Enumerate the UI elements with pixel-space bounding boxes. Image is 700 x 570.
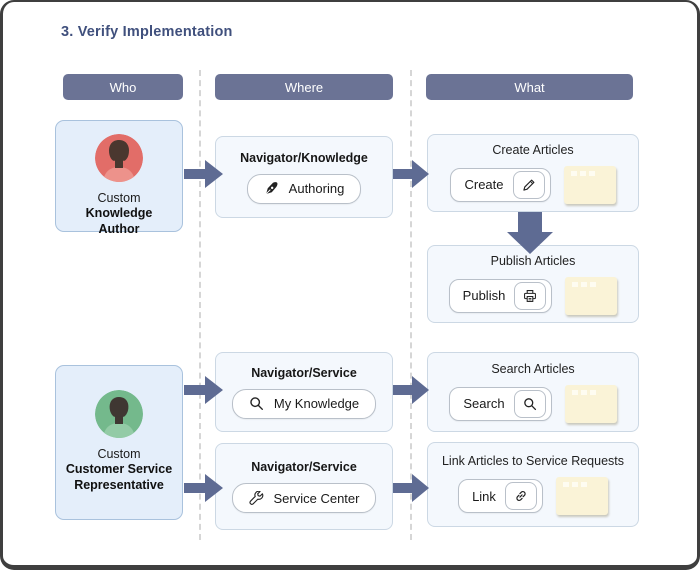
button-label: Publish (462, 288, 506, 303)
column-header-what: What (426, 74, 633, 100)
persona-card-customer-service-rep: Custom Customer Service Representative (55, 365, 183, 520)
persona-role-prefix: Custom (97, 447, 141, 461)
arrow-right-icon (184, 375, 223, 405)
persona-role-prefix: Custom (97, 191, 141, 205)
what-box-search-articles: Search Articles Search (427, 352, 639, 432)
where-box-title: Navigator/Service (251, 365, 357, 380)
page-title: 3. Verify Implementation (61, 24, 233, 40)
male-avatar-icon (95, 390, 143, 438)
link-icon (504, 482, 537, 510)
sticky-note-icon (555, 477, 608, 515)
column-divider (199, 70, 201, 540)
column-header-who: Who (63, 74, 183, 100)
button-label: Link (472, 488, 496, 504)
arrow-right-icon (184, 473, 223, 503)
search-icon (249, 396, 264, 411)
what-box-link-articles: Link Articles to Service Requests Link (427, 442, 639, 527)
button-label: Create (464, 177, 504, 192)
publish-button[interactable]: Publish (448, 278, 553, 313)
printer-icon (514, 281, 547, 310)
sticky-note-icon (564, 384, 617, 423)
button-label: Service Center (273, 490, 360, 506)
service-center-button[interactable]: Service Center (231, 483, 377, 513)
search-icon (513, 389, 546, 418)
where-box-title: Navigator/Knowledge (240, 150, 368, 165)
female-avatar-icon (95, 134, 143, 182)
my-knowledge-button[interactable]: My Knowledge (231, 388, 377, 419)
sticky-note-icon (565, 276, 618, 315)
what-box-title: Create Articles (492, 142, 574, 157)
persona-role-name: Customer Service Representative (65, 462, 173, 493)
column-divider (410, 70, 412, 540)
arrow-right-icon (393, 159, 429, 189)
what-box-create-articles: Create Articles Create (427, 134, 639, 212)
pencil-icon (512, 170, 545, 199)
where-box-title: Navigator/Service (251, 460, 357, 474)
sticky-note-icon (563, 165, 616, 204)
arrow-right-icon (184, 159, 223, 189)
column-header-where: Where (215, 74, 393, 100)
arrow-right-icon (393, 375, 429, 405)
what-box-title: Publish Articles (490, 253, 576, 268)
authoring-button[interactable]: Authoring (246, 173, 362, 204)
button-label: Search (463, 396, 505, 411)
what-box-publish-articles: Publish Articles Publish (427, 245, 639, 323)
wrench-icon (248, 490, 264, 506)
button-label: Authoring (288, 181, 345, 196)
persona-card-knowledge-author: Custom Knowledge Author (55, 120, 183, 236)
persona-role-name: Knowledge Author (85, 206, 153, 237)
create-button[interactable]: Create (450, 167, 551, 202)
where-box-authoring: Navigator/Knowledge Authoring (215, 136, 393, 218)
link-button[interactable]: Link (458, 479, 543, 513)
where-box-my-knowledge: Navigator/Service My Knowledge (215, 352, 393, 432)
where-box-service-center: Navigator/Service Service Center (215, 443, 393, 530)
pen-nib-icon (264, 181, 279, 196)
what-box-title: Link Articles to Service Requests (441, 454, 625, 468)
what-box-title: Search Articles (491, 361, 575, 376)
button-label: My Knowledge (273, 396, 360, 411)
arrow-down-icon (507, 212, 553, 254)
arrow-right-icon (393, 473, 429, 503)
search-button[interactable]: Search (449, 386, 552, 421)
